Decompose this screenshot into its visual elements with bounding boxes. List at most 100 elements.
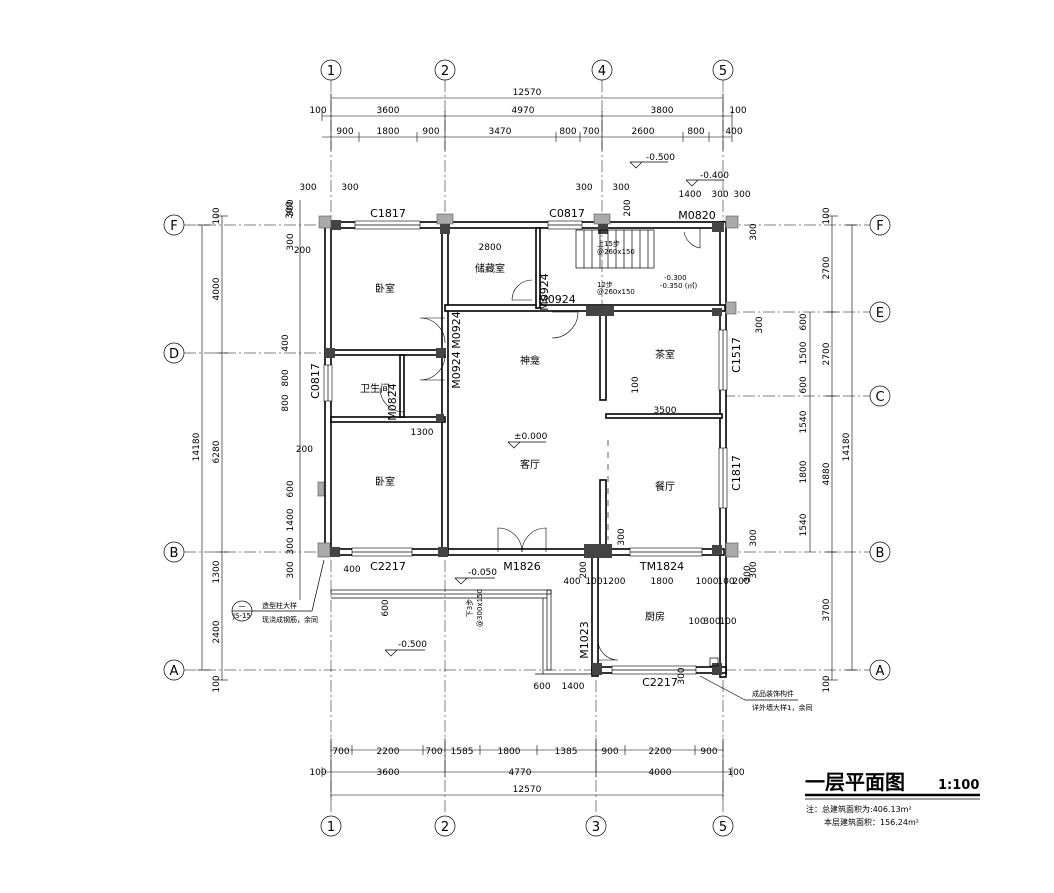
- dim-left-in-3: 800: [281, 369, 291, 386]
- level-7: -0.350 (㎡): [660, 282, 698, 290]
- dim-top-r3-2: 900: [422, 127, 439, 137]
- axis-label-top-2: 2: [441, 64, 449, 79]
- dim-int-5: 1400: [679, 190, 702, 200]
- dim-int-23: 100: [688, 617, 705, 627]
- dim-int-2: 300: [575, 183, 592, 193]
- code-c2217-left: C2217: [370, 560, 406, 573]
- dim-left-in-5: 200: [296, 445, 313, 455]
- opening-codes: C1817 C0817 M0820 M0924 M0924 M0924 M092…: [309, 207, 743, 689]
- dim-top-r3-7: 800: [687, 127, 704, 137]
- dim-left-2: 6280: [212, 440, 222, 463]
- code-c2217-bottom: C2217: [642, 676, 678, 689]
- room-tea: 茶室: [655, 348, 675, 361]
- dim-int-12: 100: [631, 376, 641, 393]
- dim-right-in-0: 300: [749, 223, 759, 240]
- legend-circle-sub: JS-15: [232, 612, 251, 620]
- dim-right-3: 4880: [822, 462, 832, 485]
- axis-label-right-A: A: [876, 664, 885, 679]
- dim-right-in-2: 600: [799, 313, 809, 330]
- dim-int-27: 1400: [562, 682, 585, 692]
- axis-label-left-B: B: [170, 546, 179, 561]
- ramp-note-1: 下3步: [466, 599, 474, 617]
- dim-int-11: 3500: [654, 406, 677, 416]
- dim-top-r2-1: 3600: [377, 106, 400, 116]
- room-living: 客厅: [520, 458, 540, 471]
- dim-bottom-r2-4: 100: [727, 768, 744, 778]
- dim-right-in-1: 300: [755, 316, 765, 333]
- dim-int-18: 1800: [651, 577, 674, 587]
- dim-int-28: 300: [677, 667, 687, 684]
- code-m0820: M0820: [678, 209, 716, 222]
- columns: [317, 213, 739, 675]
- dimension-left: 14180 100 4000 6280 1300 2400 100 300 20…: [192, 199, 313, 692]
- interior-dims: 300 300 300 300 300 1400 300 300 200 280…: [285, 183, 753, 692]
- dim-int-22: 300: [743, 565, 753, 582]
- doors: [379, 228, 701, 661]
- level-5: -0.500: [398, 640, 427, 650]
- code-m0824: M0824: [386, 383, 399, 421]
- windows: [323, 220, 728, 675]
- callout-text-2: 详外墙大样1，余同: [752, 703, 812, 712]
- dim-right-total: 14180: [842, 432, 852, 461]
- dim-left-in-2: 400: [281, 334, 291, 351]
- stair: [575, 229, 655, 269]
- axis-label-right-C: C: [875, 390, 884, 405]
- dim-int-3: 300: [612, 183, 629, 193]
- room-kitchen: 厨房: [645, 610, 665, 623]
- axis-label-bottom-3: 3: [592, 820, 600, 835]
- dim-right-5: 100: [822, 675, 832, 692]
- dim-bottom-r1-0: 700: [332, 747, 349, 757]
- code-m0924-c: M0924: [450, 311, 463, 349]
- callouts: 一 JS-15 造型柱大样 现浇成钢筋，余同 成品装饰构件 详外墙大样1，余同: [231, 559, 812, 712]
- code-tm1824: TM1824: [639, 560, 684, 573]
- area-note-2: 本层建筑面积：156.24m²: [824, 817, 919, 827]
- code-c1817-right: C1817: [730, 455, 743, 491]
- axis-label-left-D: D: [169, 347, 179, 362]
- dim-bottom-r1-1: 2200: [377, 747, 400, 757]
- dim-right-in-8: 300: [749, 529, 759, 546]
- dim-int-0: 300: [299, 183, 316, 193]
- dim-top-r3-8: 400: [725, 127, 742, 137]
- dim-top-total: 12570: [513, 88, 542, 98]
- dim-right-4: 3700: [822, 598, 832, 621]
- dim-int-14: 200: [579, 561, 589, 578]
- dim-right-in-6: 1800: [799, 460, 809, 483]
- room-storage: 储藏室: [475, 262, 505, 275]
- dim-bottom-r2-1: 3600: [377, 768, 400, 778]
- dim-left-in-8: 300: [286, 537, 296, 554]
- dim-bottom-r1-6: 900: [601, 747, 618, 757]
- room-bedroom-2: 卧室: [375, 475, 395, 488]
- code-m1826: M1826: [503, 560, 541, 573]
- axis-label-left-A: A: [170, 664, 179, 679]
- room-dining: 餐厅: [655, 480, 675, 493]
- drawing-title: 一层平面图: [805, 770, 905, 794]
- level-marks: -0.500 -0.400 ±0.000 -0.050 -0.500 -0.30…: [384, 153, 729, 657]
- code-m0924-a: M0924: [538, 273, 551, 311]
- dim-right-0: 100: [822, 207, 832, 224]
- dim-left-0: 100: [212, 207, 222, 224]
- legend-text-2: 现浇成钢筋，余同: [262, 615, 318, 624]
- dim-int-15: 400: [563, 577, 580, 587]
- dim-int-4: 300: [711, 190, 728, 200]
- dim-bottom-total: 12570: [513, 785, 542, 795]
- dim-int-6: 300: [733, 190, 750, 200]
- level-6: -0.300: [664, 274, 687, 282]
- dim-int-8: 200: [623, 199, 633, 216]
- dim-int-29: 400: [343, 565, 360, 575]
- dim-right-in-4: 600: [799, 376, 809, 393]
- dim-right-1: 2700: [822, 256, 832, 279]
- code-c0817-top: C0817: [549, 207, 585, 220]
- dim-right-in-7: 1540: [799, 513, 809, 536]
- dim-int-24: 300: [703, 617, 720, 627]
- stair-note-2: @260x150: [597, 248, 635, 256]
- dim-top-r3-6: 2600: [632, 127, 655, 137]
- axis-label-top-5: 5: [719, 64, 727, 79]
- dim-int-30: 600: [381, 599, 391, 616]
- axis-label-bottom-5: 5: [719, 820, 727, 835]
- dim-left-total: 14180: [192, 432, 202, 461]
- axis-label-top-4: 4: [598, 64, 606, 79]
- room-shrine: 神龛: [520, 354, 540, 367]
- legend-text-1: 造型柱大样: [262, 601, 297, 610]
- dim-right-in-5: 1540: [799, 410, 809, 433]
- code-m1023: M1023: [578, 621, 591, 659]
